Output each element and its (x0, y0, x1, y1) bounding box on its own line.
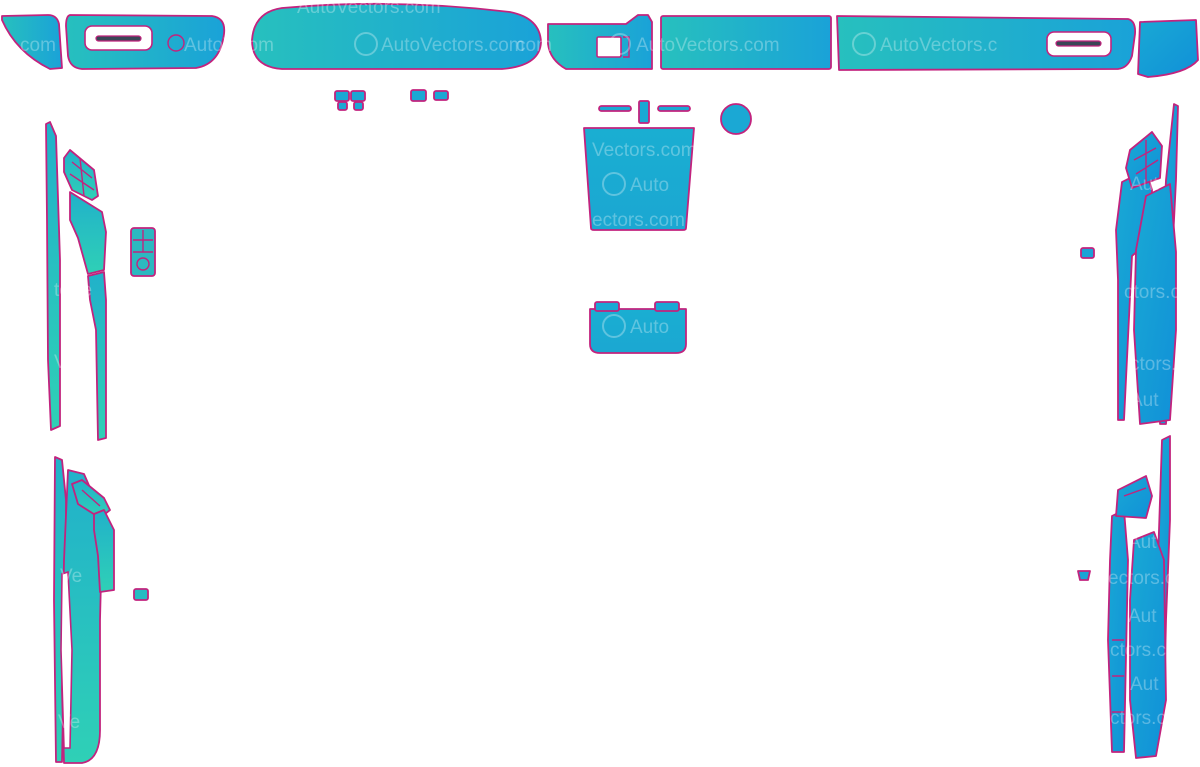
watermark-text-8: AutoVectors.c (880, 35, 997, 56)
dash-center-console-panel (547, 14, 653, 70)
small-button-pieces (334, 89, 449, 111)
right-rear-door-long-strip (1107, 509, 1129, 753)
console-round-knob (720, 103, 752, 135)
left-rear-small-clip (133, 588, 149, 601)
watermark-text-1: AutoVectors.com (381, 35, 525, 56)
console-cutout-bracket (623, 36, 630, 58)
top-row (1, 2, 1199, 78)
watermark-text-10: Auto (630, 175, 669, 196)
left-rear-door-strip-upper (93, 509, 115, 593)
watermark-text-20: Aut (1130, 390, 1159, 411)
console-tab-center (638, 100, 650, 124)
right-rear-small-tab (1077, 570, 1091, 581)
watermark-text-2: AutoVectors.com (297, 0, 441, 18)
left-rear-door-pieces (53, 456, 149, 764)
watermark-text-13: toVe (54, 280, 92, 301)
watermark-text-15: Ve (60, 566, 82, 587)
watermark-logo-4: Auto (602, 172, 669, 196)
right-front-small-clip (1080, 247, 1095, 259)
right-vent-slot (1055, 40, 1102, 47)
watermark-text-17: Aut (1130, 174, 1159, 195)
watermark-text-12: Auto (630, 317, 669, 338)
watermark-logo-2: AutoVectors.com (609, 33, 780, 56)
console-strip-left (598, 105, 632, 112)
watermark-text-16: Ve (58, 712, 80, 733)
button-piece-4 (353, 101, 364, 111)
watermark-text-5: com (20, 35, 56, 56)
watermark-logo-1: AutoVectors.com (354, 32, 525, 56)
watermark-logo-3: AutoVectors.c (852, 32, 997, 56)
watermark-text-21: Aut (1128, 532, 1157, 553)
left-rear-door-long-panel (60, 469, 103, 764)
right-front-door-main-panel (1133, 183, 1177, 425)
watermark-text-4: com (238, 35, 274, 56)
button-piece-5 (410, 89, 427, 102)
dash-trim-strip-center (660, 15, 832, 70)
dash-end-cap-right (1137, 19, 1199, 78)
cupholder-tab-left (594, 301, 620, 312)
watermark-text-25: Aut (1130, 674, 1159, 695)
watermark-layer: AutoVectors.com AutoVectors.com AutoV co… (20, 0, 1186, 733)
dash-right-vent-panel (836, 15, 1137, 71)
dash-end-cap-left (1, 14, 63, 70)
watermark-text-18: ctors.c (1124, 282, 1180, 303)
console-cutout (596, 36, 622, 58)
watermark-text-3: AutoV (184, 35, 236, 56)
right-front-door-pieces (1080, 103, 1179, 425)
watermark-text-19: ctors.c (1130, 354, 1186, 375)
cupholder-tab-right (654, 301, 680, 312)
left-front-door-pieces (45, 121, 156, 441)
button-piece-2 (350, 90, 366, 102)
watermark-text-22: ectors.c (1108, 568, 1175, 589)
center-console-pieces (583, 100, 752, 354)
left-front-door-strip-lower (87, 271, 107, 441)
right-rear-door-lower-panel (1129, 531, 1167, 759)
left-front-door-strip-upper (69, 191, 107, 275)
left-vent-slot (95, 35, 142, 42)
watermark-text-7: AutoVectors.com (636, 35, 780, 56)
left-rear-window-switch-panel (71, 479, 111, 519)
left-front-door-strip-outer (45, 121, 61, 431)
button-piece-3 (337, 101, 348, 111)
console-strip-right (657, 105, 691, 112)
left-window-button-block (130, 227, 156, 277)
watermark-text-14: Ve (54, 352, 76, 373)
left-rear-armrest-slot (60, 570, 73, 749)
watermark-logo-5: Auto (602, 314, 669, 338)
left-front-window-switch-panel (63, 149, 99, 201)
dash-center-arc-panel (251, 2, 542, 70)
cupholder-lid-piece (589, 301, 687, 354)
console-main-trapezoid (583, 127, 695, 231)
button-piece-1 (334, 90, 350, 102)
left-knob-ring (167, 34, 185, 52)
right-front-window-switch-panel (1125, 131, 1163, 189)
right-rear-door-pieces (1077, 435, 1171, 759)
watermark-text-23: Aut (1128, 606, 1157, 627)
button-piece-6 (433, 90, 449, 101)
right-rear-window-switch-panel (1115, 475, 1153, 519)
watermark-text-6: com (516, 35, 552, 56)
watermark-text-11: ectors.com (592, 210, 685, 231)
dash-left-vent-panel (65, 14, 226, 70)
watermark-text-24: ctors.c (1110, 640, 1166, 661)
watermark-text-9: Vectors.com (592, 140, 697, 161)
watermark-text-26: ctors.c (1110, 708, 1166, 729)
